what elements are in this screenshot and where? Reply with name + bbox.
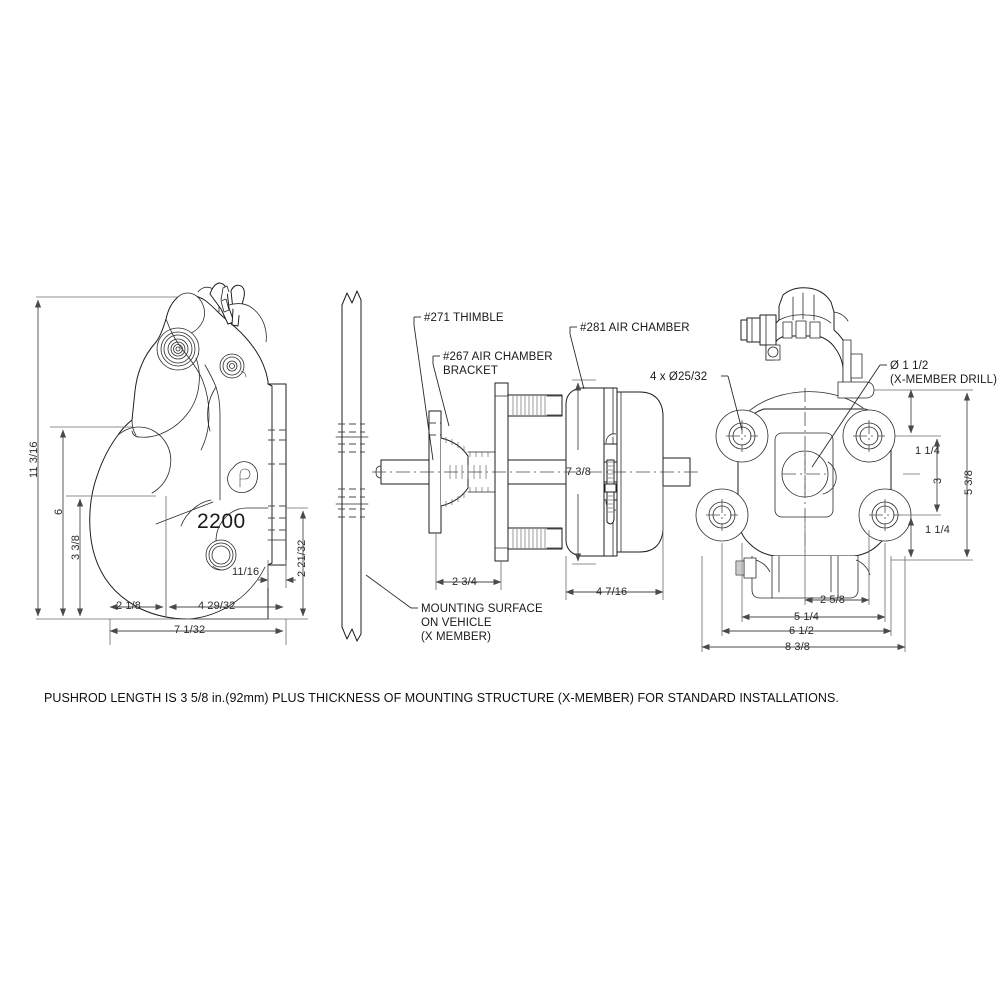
pushrod-length-note: PUSHROD LENGTH IS 3 5/8 in.(92mm) PLUS T…: [44, 691, 839, 705]
front-elevation-view: [695, 287, 973, 652]
side-elevation-view: [34, 282, 308, 645]
dim-side-overall-height: 11 3/16: [28, 441, 40, 478]
callout-4x-bolt-holes: 4 x Ø25/32: [650, 371, 708, 383]
dim-section-chamber-depth: 4 7/16: [596, 586, 628, 598]
callout-xmember-drill-line2: (X-MEMBER DRILL): [890, 374, 998, 386]
callout-mounting-surface-line3: (X MEMBER): [421, 631, 491, 643]
dim-side-front-offset: 2 1/8: [116, 600, 141, 612]
air-chamber-section-view: [335, 290, 700, 642]
dim-front-top-spacing: 1 1/4: [915, 445, 940, 457]
callout-mounting-surface-line1: MOUNTING SURFACE: [421, 603, 543, 615]
dim-side-rear-length: 4 29/32: [198, 600, 236, 612]
dim-side-overall-length: 7 1/32: [174, 624, 206, 636]
dim-side-lower-height: 3 3/8: [70, 535, 82, 560]
dim-section-chamber-diameter: 7 3/8: [566, 466, 591, 478]
callout-mounting-surface-line2: ON VEHICLE: [421, 617, 492, 629]
dim-side-plate-offset: 11/16: [232, 566, 260, 578]
dim-front-overall-width: 8 3/8: [785, 641, 810, 653]
dim-front-bolt-width: 5 1/4: [794, 611, 819, 623]
part-number-stamp: 2200: [197, 510, 246, 533]
dim-side-plate-height: 2 21/32: [296, 539, 308, 577]
dim-front-center-spacing: 3: [932, 477, 944, 484]
dim-front-body-width: 6 1/2: [789, 625, 814, 637]
callout-267-bracket-line1: #267 AIR CHAMBER: [443, 351, 553, 363]
callout-281-air-chamber: #281 AIR CHAMBER: [580, 322, 690, 334]
callout-267-bracket-line2: BRACKET: [443, 365, 499, 377]
dim-section-bracket-depth: 2 3/4: [452, 576, 477, 588]
dim-front-center-width: 2 5/8: [820, 594, 845, 606]
dim-side-mid-height: 6: [53, 508, 65, 515]
dim-front-overall-height: 5 3/8: [963, 470, 975, 495]
callout-xmember-drill-line1: Ø 1 1/2: [890, 360, 929, 372]
dim-front-bottom-spacing: 1 1/4: [925, 524, 950, 536]
callout-271-thimble: #271 THIMBLE: [424, 312, 504, 324]
